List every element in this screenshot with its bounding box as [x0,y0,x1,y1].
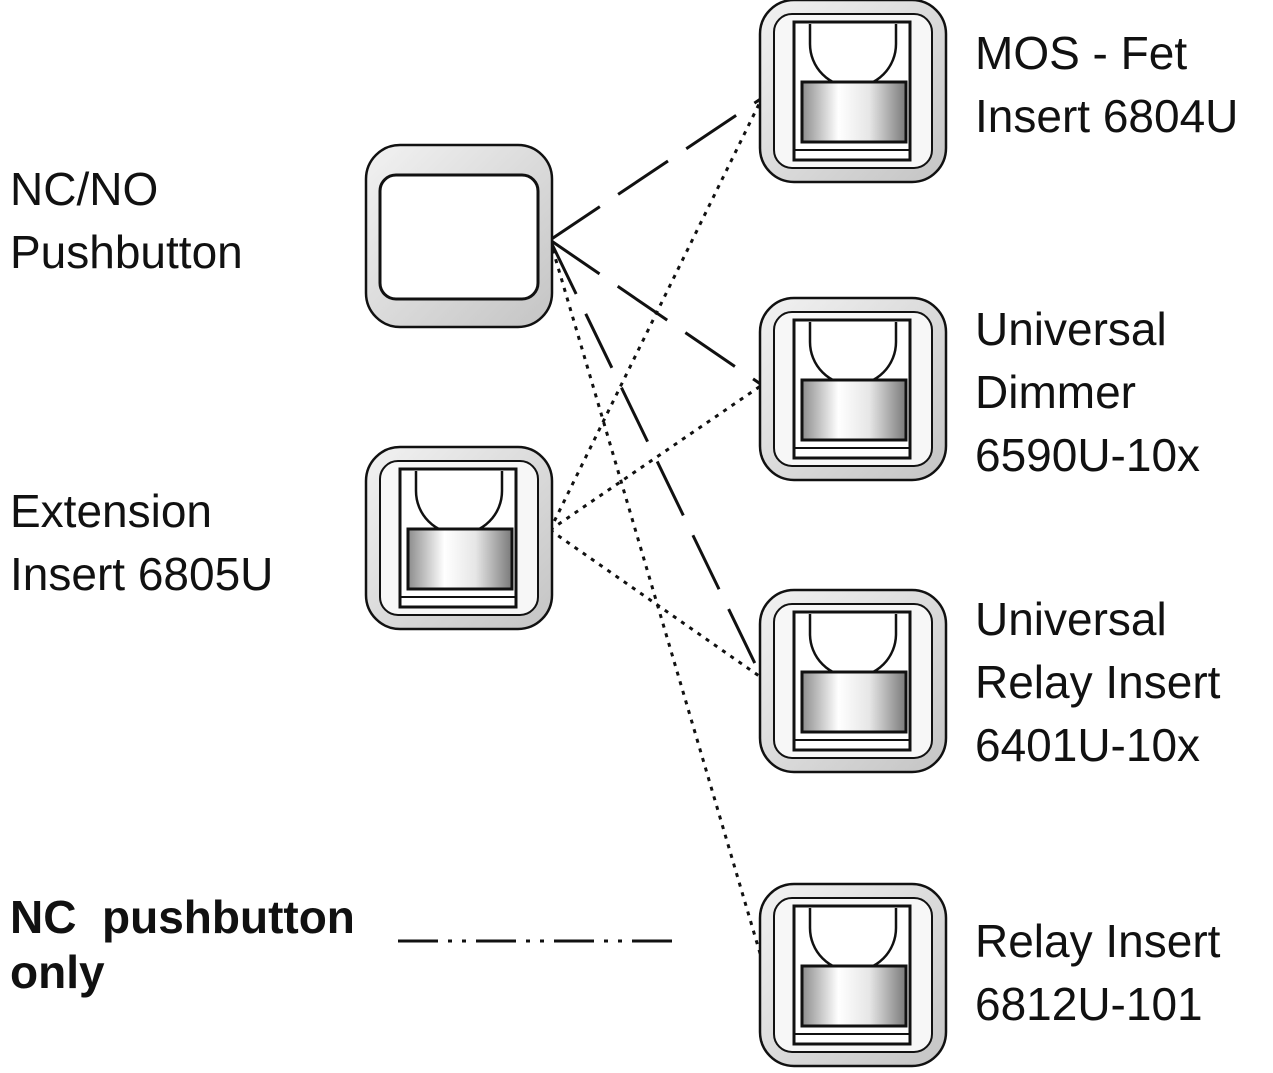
dimmer-label-line-3: 6590U-10x [975,429,1201,482]
mosfet-insert-device [758,0,948,184]
relay-insert-label: Relay Insert 6812U-101 [975,910,1220,1036]
mosfet-label-line-2: Insert 6804U [975,90,1239,143]
extension-to-relay-6401-line [549,528,763,680]
mosfet-label-line-1: MOS - Fet [975,27,1188,79]
universal-relay-label-line-2: Relay Insert [975,656,1221,709]
extension-to-dimmer-line [549,383,763,532]
pushbutton-label: NC/NO Pushbutton [10,158,243,284]
pushbutton-device [364,143,554,329]
universal-relay-insert-device [758,588,948,774]
legend-label-line-2: only [10,946,105,999]
extension-label-line-2: Insert 6805U [10,548,274,601]
universal-dimmer-device [758,296,948,482]
pushbutton-to-relay-6401-line [548,239,764,679]
relay-label-line-1: Relay Insert [975,915,1221,967]
legend-label: NC pushbutton only [10,890,355,1000]
dimmer-label-line-1: Universal [975,303,1167,355]
extension-to-mosfet-line [548,97,764,531]
extension-label: Extension Insert 6805U [10,480,273,606]
legend-label-line-1: NC pushbutton [10,891,355,943]
extension-label-line-1: Extension [10,485,213,537]
dimmer-label-line-2: Dimmer [975,366,1136,419]
pushbutton-label-line-1: NC/NO [10,163,159,215]
relay-label-line-2: 6812U-101 [975,978,1203,1031]
universal-dimmer-label: Universal Dimmer 6590U-10x [975,298,1200,487]
relay-insert-device [758,882,948,1068]
universal-relay-label-line-3: 6401U-10x [975,719,1201,772]
extension-insert-device [364,445,554,631]
pushbutton-to-mosfet-line [549,96,763,242]
connection-lines [398,96,764,961]
pushbutton-label-line-2: Pushbutton [10,226,243,279]
universal-relay-insert-label: Universal Relay Insert 6401U-10x [975,588,1220,777]
pushbutton-to-relay-6812-line [548,239,764,961]
universal-relay-label-line-1: Universal [975,593,1167,645]
mosfet-insert-label: MOS - Fet Insert 6804U [975,22,1238,148]
